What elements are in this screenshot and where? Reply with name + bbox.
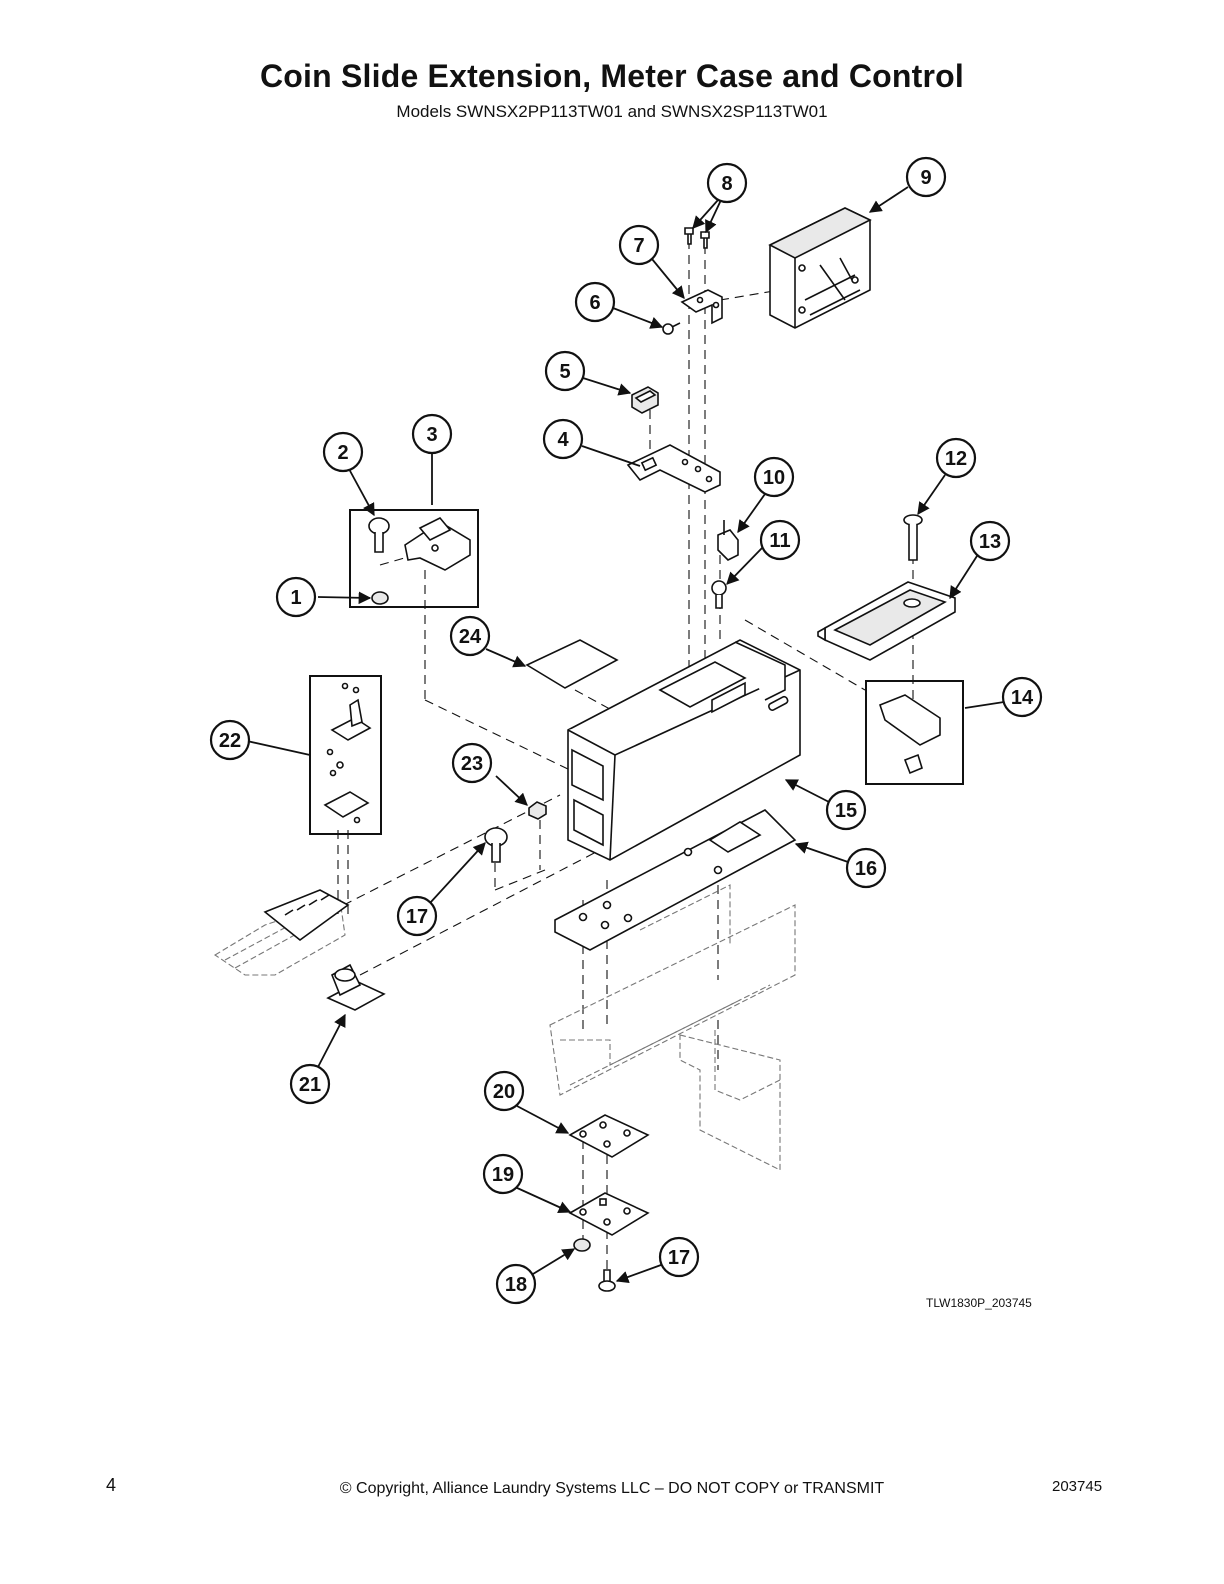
copyright-notice: © Copyright, Alliance Laundry Systems LL…	[339, 1480, 885, 1497]
part-9-control	[768, 207, 872, 329]
callout-6: 6	[574, 281, 616, 323]
callout-10: 10	[753, 456, 795, 498]
callout-4: 4	[542, 418, 584, 460]
svg-text:18: 18	[505, 1274, 527, 1296]
part-3-coin-bracket	[404, 517, 471, 571]
svg-text:16: 16	[855, 858, 877, 880]
part-5-switch	[631, 386, 659, 414]
svg-text:14: 14	[1011, 687, 1034, 709]
part-18-nut	[573, 1238, 591, 1252]
part-20-plate	[568, 1114, 650, 1158]
svg-text:5: 5	[559, 361, 570, 383]
callout-19: 19	[482, 1153, 524, 1195]
part-4-bracket	[626, 444, 721, 493]
svg-text:4: 4	[557, 429, 569, 451]
part-7-bracket	[680, 289, 723, 325]
callout-24: 24	[449, 615, 491, 657]
svg-text:7: 7	[633, 235, 644, 257]
part-21-coin-drop	[326, 963, 386, 1011]
callout-9: 9	[905, 156, 947, 198]
callout-21: 21	[289, 1063, 331, 1105]
svg-text:3: 3	[426, 424, 437, 446]
callout-14: 14	[1001, 676, 1043, 718]
svg-text:22: 22	[219, 730, 241, 752]
callout-23: 23	[451, 742, 493, 784]
part-22-coin-mechanism-parts	[323, 682, 372, 824]
part-6-screw	[662, 322, 681, 335]
part-14-box	[865, 680, 964, 785]
svg-text:17: 17	[406, 906, 428, 928]
part-3-box	[349, 509, 479, 608]
part-1-nut	[371, 591, 389, 605]
part-19-plate	[568, 1192, 650, 1236]
callout-8: 8	[706, 162, 748, 204]
part-11-screw	[711, 580, 727, 609]
part-2-carriage-bolt	[368, 517, 390, 553]
svg-text:13: 13	[979, 531, 1001, 553]
svg-text:15: 15	[835, 800, 857, 822]
svg-text:17: 17	[668, 1247, 690, 1269]
part-13-cover	[817, 581, 956, 661]
document-number: 203745	[1052, 1478, 1103, 1495]
part-23-nut	[528, 801, 547, 820]
callout-11: 11	[759, 519, 801, 561]
part-17-screw-lower	[598, 1269, 616, 1292]
page-title: Coin Slide Extension, Meter Case and Con…	[259, 58, 965, 94]
svg-text:23: 23	[461, 753, 483, 775]
callout-leaders	[246, 186, 1005, 1284]
svg-text:24: 24	[459, 626, 482, 648]
svg-text:1: 1	[290, 587, 301, 609]
figure-reference: TLW1830P_203745	[926, 1296, 1032, 1310]
callout-1: 1	[275, 576, 317, 618]
part-17-carriage-bolt-upper	[484, 827, 508, 863]
part-14-bracket	[879, 694, 941, 775]
callout-18: 18	[495, 1263, 537, 1305]
callout-17-lower: 17	[658, 1236, 700, 1278]
callout-2: 2	[322, 431, 364, 473]
svg-text:11: 11	[769, 530, 790, 552]
part-8-screws	[684, 227, 710, 249]
svg-text:8: 8	[721, 173, 732, 195]
assembly-guide-lines	[329, 240, 914, 1290]
svg-text:21: 21	[299, 1074, 321, 1096]
part-24-label	[525, 639, 619, 689]
callout-5: 5	[544, 350, 586, 392]
page-subtitle: Models SWNSX2PP113TW01 and SWNSX2SP113TW…	[396, 102, 828, 121]
svg-text:6: 6	[589, 292, 600, 314]
callout-20: 20	[483, 1070, 525, 1112]
part-15-meter-case	[567, 639, 801, 861]
callout-13: 13	[969, 520, 1011, 562]
callout-3: 3	[411, 413, 453, 455]
machine-frame-phantom	[549, 884, 796, 1171]
svg-text:12: 12	[945, 448, 967, 470]
svg-text:19: 19	[492, 1164, 514, 1186]
coin-slide-phantom	[213, 889, 350, 976]
part-10-clip	[717, 520, 739, 561]
callout-12: 12	[935, 437, 977, 479]
part-12-bolt	[903, 514, 923, 561]
page-number: 4	[106, 1475, 117, 1495]
callout-17-upper: 17	[396, 895, 438, 937]
svg-text:9: 9	[920, 167, 931, 189]
callout-16: 16	[845, 847, 887, 889]
callout-15: 15	[825, 789, 867, 831]
svg-text:10: 10	[763, 467, 785, 489]
part-16-base-plate	[554, 809, 797, 951]
svg-text:20: 20	[493, 1081, 515, 1103]
callout-7: 7	[618, 224, 660, 266]
svg-text:2: 2	[337, 442, 348, 464]
callout-22: 22	[209, 719, 251, 761]
